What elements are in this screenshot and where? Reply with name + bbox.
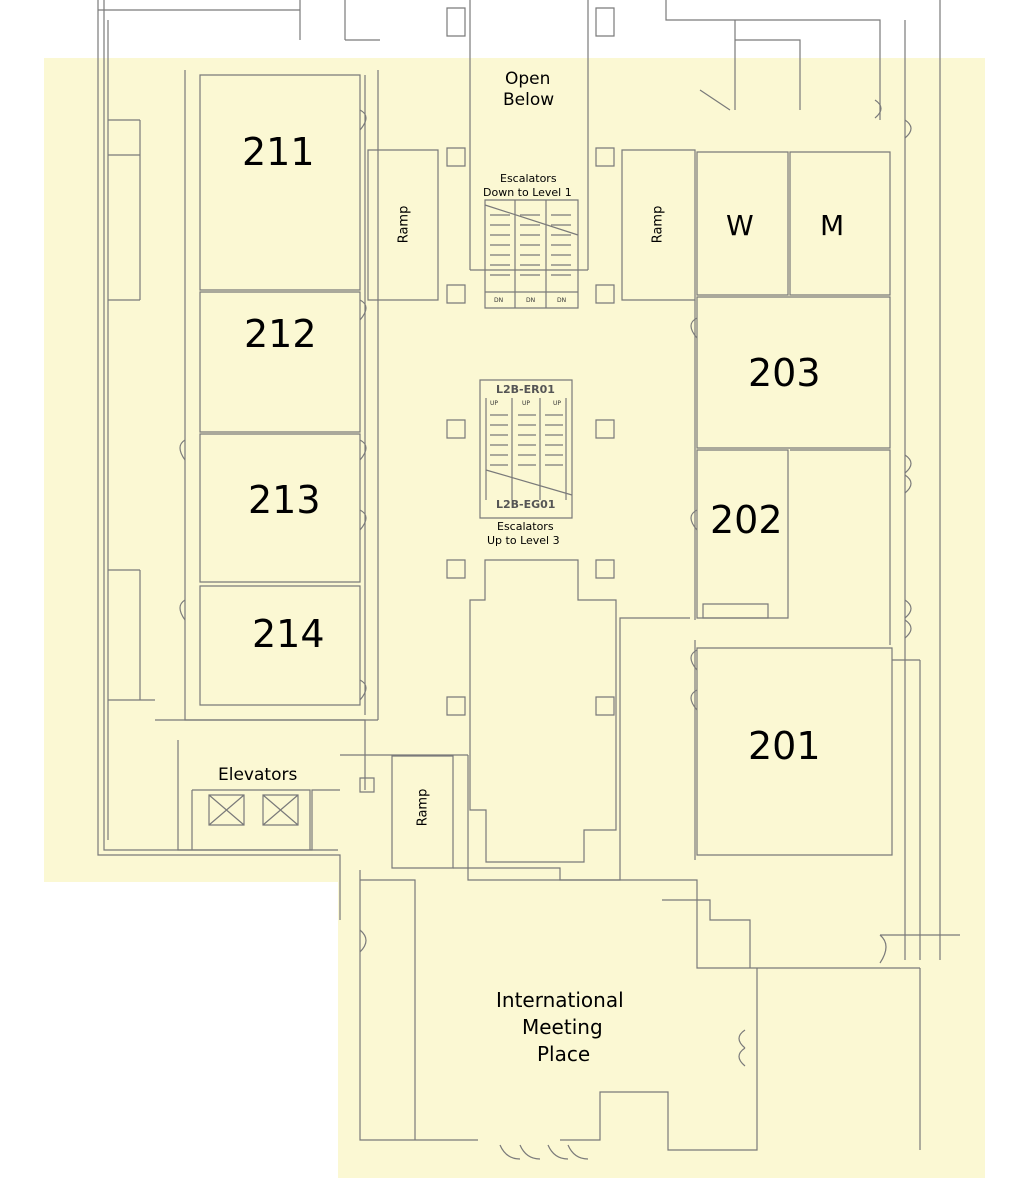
room-212-label: 212 <box>244 312 317 356</box>
room-202-label: 202 <box>710 498 783 542</box>
escalator-up-mark-1: UP <box>490 400 499 407</box>
room-213-label: 213 <box>248 478 321 522</box>
corridor-wall-left <box>107 20 141 840</box>
escalator-up-treads <box>485 414 573 496</box>
elevator-car-2 <box>262 794 299 826</box>
corridor-wall-lower-left <box>108 569 155 701</box>
room-211-wall <box>199 74 361 291</box>
imp-label-2: Meeting <box>522 1015 603 1039</box>
restroom-women-wall <box>696 151 789 296</box>
escalator-up-mark-2: UP <box>522 400 531 407</box>
room-201-wall <box>696 647 893 856</box>
imp-right-wall <box>879 934 960 1150</box>
escalator-down-caption-1: Escalators <box>500 172 557 185</box>
level-2-highlight <box>44 58 985 1178</box>
open-below-label-1: Open <box>505 69 551 89</box>
room-203-label: 203 <box>748 351 821 395</box>
outer-wall-top <box>98 0 380 41</box>
escalator-dn-mark-3: DN <box>557 297 567 304</box>
room-212-wall <box>199 291 361 433</box>
ramp-right-label: Ramp <box>650 205 666 244</box>
escalator-dn-mark-2: DN <box>526 297 536 304</box>
ramp-lower-label: Ramp <box>415 788 431 827</box>
escalator-down-caption-2: Down to Level 1 <box>483 186 572 199</box>
imp-label-1: International <box>496 988 624 1012</box>
room-214-wall <box>199 585 361 706</box>
central-core-wall <box>469 559 617 863</box>
room-203-wall <box>696 296 891 449</box>
room-202-wall <box>696 449 891 645</box>
imp-doors <box>359 929 746 1160</box>
open-below-label-2: Below <box>503 90 555 110</box>
room-214-label: 214 <box>252 612 325 656</box>
escalator-down-frame <box>484 199 579 309</box>
open-below-wall <box>469 0 589 271</box>
escalator-code-top: L2B-ER01 <box>496 383 555 396</box>
room-201-label: 201 <box>748 724 821 768</box>
escalator-down-treads <box>484 204 579 276</box>
escalator-up-caption-1: Escalators <box>497 520 554 533</box>
imp-wall <box>359 867 920 1151</box>
room-213-wall <box>199 433 361 583</box>
restroom-men-label: M <box>820 209 845 242</box>
restroom-women-label: W <box>726 209 754 242</box>
west-doors <box>179 109 367 701</box>
elevator-car-1 <box>208 794 245 826</box>
small-column <box>359 777 375 793</box>
escalator-up-mark-3: UP <box>553 400 562 407</box>
escalator-dn-mark-1: DN <box>494 297 504 304</box>
elevators-label: Elevators <box>218 765 298 785</box>
columns <box>446 7 615 716</box>
ramp-left-wall <box>367 149 439 301</box>
escalator-up-frame <box>479 379 573 519</box>
east-bench <box>702 603 769 619</box>
upper-right-exterior <box>665 0 941 960</box>
ramp-left-label: Ramp <box>396 205 412 244</box>
east-corridor <box>694 20 921 960</box>
restroom-men-wall <box>789 151 891 296</box>
east-doors <box>690 99 912 711</box>
escalator-code-bottom: L2B-EG01 <box>496 498 556 511</box>
room-211-label: 211 <box>242 130 315 174</box>
elevator-base <box>191 789 311 850</box>
imp-label-3: Place <box>537 1042 591 1066</box>
escalator-up-caption-2: Up to Level 3 <box>487 534 560 547</box>
elevator-lobby-wall <box>155 719 366 851</box>
